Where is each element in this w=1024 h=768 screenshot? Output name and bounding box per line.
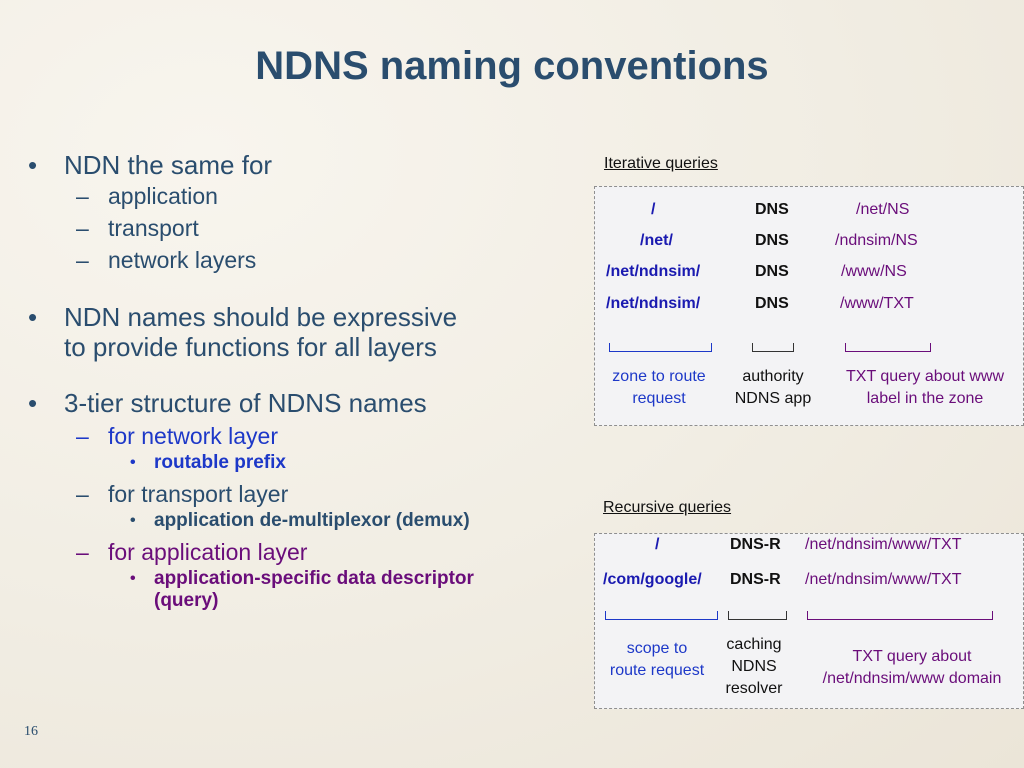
rec-zone-note: scope to route request (595, 638, 719, 682)
dash-marker: – (76, 423, 89, 449)
iter-zone-3: /net/ndnsim/ (606, 263, 701, 280)
bullet-text: NDN the same for (64, 150, 273, 180)
sub-bullet-application: – application (24, 180, 564, 212)
page-number: 16 (24, 724, 38, 739)
recursive-queries-box: / DNS-R /net/ndnsim/www/TXT /com/google/… (594, 533, 1024, 709)
iter-zone-4: /net/ndnsim/ (606, 295, 701, 312)
note-line: caching (726, 636, 782, 653)
sub-sub-bullet-demux: • application de-multiplexor (demux) (24, 510, 564, 532)
sub-bullet-text: network layers (108, 247, 257, 273)
note-line: label in the zone (866, 390, 984, 407)
scope-brace (605, 611, 718, 620)
bullet-list: • NDN the same for – application – trans… (24, 150, 564, 612)
query-brace (845, 343, 931, 352)
note-line: resolver (725, 680, 783, 697)
bullet-dot: • (130, 512, 136, 529)
iter-zone-1: / (651, 201, 656, 218)
rec-zone-2: /com/google/ (603, 571, 702, 588)
sub-bullet-application-layer: – for application layer (24, 536, 564, 568)
resolver-brace (728, 611, 787, 620)
sub-bullet-text: for transport layer (108, 481, 289, 507)
sub-bullet-text: application (108, 183, 218, 209)
iter-zone-note: zone to route request (595, 366, 723, 410)
dash-marker: – (76, 539, 89, 565)
iterative-queries-box: / DNS /net/NS /net/ DNS /ndnsim/NS /net/… (594, 186, 1024, 426)
app-brace (752, 343, 794, 352)
bullet-dot: • (28, 388, 38, 418)
note-line: TXT query about www (846, 368, 1004, 385)
note-line: request (632, 390, 686, 407)
sub-bullet-text: for application layer (108, 539, 308, 565)
note-line: authority (742, 368, 804, 385)
note-line: /net/ndnsim/www domain (822, 670, 1002, 687)
recursive-queries-title: Recursive queries (603, 499, 732, 516)
bullet-dot: • (28, 150, 38, 180)
rec-query-2: /net/ndnsim/www/TXT (805, 571, 962, 588)
sub-bullet-transport-layer: – for transport layer (24, 478, 564, 510)
sub-bullet-transport: – transport (24, 212, 564, 244)
dash-marker: – (76, 183, 89, 209)
dash-marker: – (76, 215, 89, 241)
bullet-ndn-same: • NDN the same for (24, 150, 564, 180)
bullet-text: 3-tier structure of NDNS names (64, 388, 427, 418)
iterative-queries-title: Iterative queries (604, 155, 718, 172)
note-line: route request (609, 662, 705, 679)
sub-sub-bullet-text: application de-multiplexor (demux) (154, 510, 470, 531)
note-line: NDNS app (734, 390, 812, 407)
rec-app-1: DNS-R (730, 536, 781, 553)
dash-marker: – (76, 481, 89, 507)
sub-bullet-network: – network layers (24, 244, 564, 276)
sub-bullet-text: for network layer (108, 423, 279, 449)
bullet-text-line2: to provide functions for all layers (64, 332, 437, 362)
iter-app-4: DNS (755, 295, 789, 312)
sub-bullet-text: transport (108, 215, 199, 241)
sub-sub-bullet-text: routable prefix (154, 452, 286, 473)
rec-zone-1: / (655, 536, 660, 553)
note-line: scope to (626, 640, 688, 657)
note-line: TXT query about (852, 648, 972, 665)
rec-app-note: caching NDNS resolver (709, 634, 799, 700)
bullet-3tier: • 3-tier structure of NDNS names (24, 388, 564, 418)
iter-zone-2: /net/ (640, 232, 673, 249)
sub-bullet-network-layer: – for network layer (24, 420, 564, 452)
iter-query-1: /net/NS (856, 201, 910, 218)
iter-query-2: /ndnsim/NS (835, 232, 918, 249)
iter-app-note: authority NDNS app (723, 366, 823, 410)
sub-sub-bullet-text-line2: (query) (154, 590, 219, 611)
bullet-dot: • (28, 302, 38, 332)
iter-query-4: /www/TXT (840, 295, 914, 312)
sub-sub-bullet-text-line1: application-specific data descriptor (154, 568, 474, 589)
sub-sub-bullet-routable: • routable prefix (24, 452, 564, 474)
iter-app-3: DNS (755, 263, 789, 280)
rec-query-note: TXT query about /net/ndnsim/www domain (801, 646, 1023, 690)
bullet-text-line1: NDN names should be expressive (64, 302, 458, 332)
iter-app-1: DNS (755, 201, 789, 218)
rec-query-1: /net/ndnsim/www/TXT (805, 536, 962, 553)
iter-app-2: DNS (755, 232, 789, 249)
zone-brace (609, 343, 712, 352)
slide-title: NDNS naming conventions (255, 44, 769, 88)
sub-sub-bullet-descriptor: • application-specific data descriptor (… (24, 568, 564, 612)
rec-app-2: DNS-R (730, 571, 781, 588)
iter-query-3: /www/NS (841, 263, 907, 280)
iter-query-note: TXT query about www label in the zone (829, 366, 1021, 410)
note-line: zone to route (612, 368, 706, 385)
bullet-expressive: • NDN names should be expressive to prov… (24, 302, 564, 362)
dash-marker: – (76, 247, 89, 273)
bullet-dot: • (130, 570, 136, 587)
txt-query-brace (807, 611, 993, 620)
note-line: NDNS (731, 658, 777, 675)
bullet-dot: • (130, 454, 136, 471)
